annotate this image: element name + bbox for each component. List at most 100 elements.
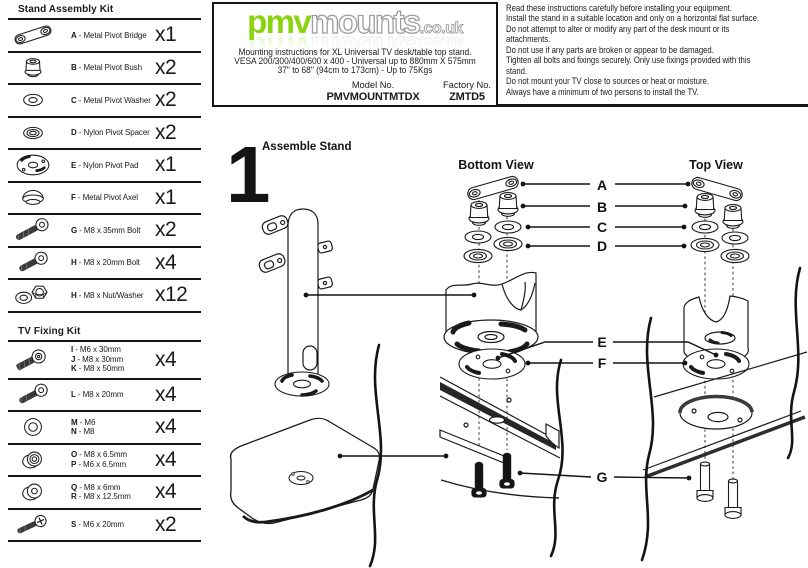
part-quantity: x2 (155, 55, 177, 79)
part-row: C - Metal Pivot Washer x2 (8, 85, 201, 118)
part-quantity: x4 (155, 480, 177, 504)
callout-letter-g: G (597, 469, 608, 485)
base-plate-figure (229, 417, 381, 525)
logo-wrap: pmvmounts.co.uk pmvmounts.co.uk (214, 3, 496, 65)
part-row: B - Metal Pivot Bush x2 (8, 53, 201, 85)
part-row: F - Metal Pivot Axel x1 (8, 183, 201, 215)
top-view-label: Top View (689, 158, 743, 172)
header-description: Mounting instructions for XL Universal T… (215, 47, 496, 76)
bolt-socket-icon (8, 346, 58, 374)
part-row: G - M8 x 35mm Bolt x2 (8, 215, 201, 248)
washer-round-icon (8, 413, 58, 441)
part-label: H - M8 x Nut/Washer (71, 290, 144, 300)
part-label: C - Metal Pivot Washer (71, 95, 151, 105)
spacer-cup-icon (8, 446, 58, 474)
axel-icon (8, 184, 58, 212)
part-quantity: x4 (155, 347, 177, 371)
part-quantity: x4 (155, 447, 177, 471)
kit-section-title: TV Fixing Kit (18, 325, 81, 337)
header-divider (212, 104, 808, 107)
header-line: Mounting instructions for XL Universal T… (238, 47, 472, 57)
instruction-line: Read these instructions carefully before… (506, 3, 732, 14)
instruction-line: Do not attempt to alter or modify any pa… (506, 23, 730, 35)
part-label: G - M8 x 35mm Bolt (71, 225, 141, 235)
instruction-line: attachments. (506, 34, 551, 46)
part-label: S - M6 x 20mm (71, 520, 124, 529)
part-row: E - Nylon Pivot Pad x1 (8, 150, 201, 183)
instruction-line: Do not mount your TV close to sources or… (506, 76, 709, 88)
factory-value: ZMTD5 (449, 91, 485, 103)
part-label: A - Metal Pivot Bridge (71, 30, 147, 40)
part-label: H - M8 x 20mm Bolt (71, 258, 140, 267)
callout-letter-d: D (597, 238, 607, 254)
part-quantity: x1 (155, 185, 177, 209)
bolt-short-icon (8, 381, 58, 409)
part-quantity: x1 (155, 153, 177, 177)
break-curves (368, 266, 802, 568)
callout-letter-e: E (597, 334, 606, 350)
part-label: L - M8 x 20mm (71, 390, 124, 399)
part-label: D - Nylon Pivot Spacer (71, 128, 150, 137)
part-row: L - M8 x 20mm x4 (8, 380, 201, 412)
pole-figure (258, 208, 333, 398)
part-label: F - Metal Pivot Axel (71, 193, 138, 202)
washer-icon (8, 86, 58, 114)
step-title: Assemble Stand (262, 141, 351, 153)
bolt-long-icon (8, 216, 58, 244)
spacer-icon (8, 119, 58, 147)
parts-sidebar: Stand Assembly Kit A - Metal Pivot Bridge… (8, 4, 201, 542)
callout-letter-a: A (597, 177, 607, 193)
spacer-cup2-icon (8, 478, 58, 506)
part-quantity: x2 (155, 512, 177, 536)
part-quantity: x4 (155, 250, 177, 274)
step-number: 1 (226, 130, 271, 219)
callout-dots (303, 181, 719, 481)
logo-mounts: mounts (309, 3, 421, 40)
logo-pmv: pmv (247, 3, 312, 40)
kit-section-title: Stand Assembly Kit (18, 4, 114, 15)
pmvmounts-logo: pmvmounts.co.uk (214, 3, 496, 45)
callout-lines (306, 183, 717, 479)
bottom-view-label: Bottom View (458, 158, 534, 172)
pivot-pad-icon (8, 151, 58, 179)
pole-bracket (261, 215, 289, 235)
callout-letter-b: B (597, 199, 607, 215)
pivot-bush-icon (8, 54, 58, 82)
instruction-line: Do not use if any parts are broken or ap… (506, 44, 714, 56)
part-quantity: x4 (155, 415, 177, 439)
part-label: E - Nylon Pivot Pad (71, 160, 139, 170)
part-quantity: x2 (155, 88, 177, 112)
logo-suffix: .co.uk (419, 20, 464, 38)
nut-washer-icon (8, 281, 58, 309)
header-line: VESA 200/300/400/600 x 400 - Universal u… (234, 56, 476, 67)
instruction-line: Always have a minimum of two persons to … (506, 86, 699, 98)
pivot-bridge-icon (8, 21, 58, 49)
safety-instructions: Read these instructions carefully before… (506, 3, 808, 98)
instruction-line: stand. (506, 65, 528, 77)
callout-letter-c: C (597, 219, 607, 235)
part-row: S - M6 x 20mm x2 (8, 510, 201, 542)
model-label: Model No. (351, 80, 395, 90)
part-quantity: x4 (155, 382, 177, 406)
factory-number-block: Factory No. ZMTD5 (424, 80, 510, 103)
part-label: B - Metal Pivot Bush (71, 63, 142, 72)
header-line: 37" to 68" (94cm to 173cm) - Up to 75Kgs (277, 65, 433, 76)
model-value: PMVMOUNTMTDX (326, 91, 420, 103)
callout-letter-f: F (598, 355, 607, 371)
factory-label: Factory No. (442, 80, 492, 90)
part-row: H - M8 x 20mm Bolt x4 (8, 248, 201, 280)
part-quantity: x2 (155, 218, 177, 242)
instruction-line: Tighten all bolts and fixings securely. … (506, 55, 751, 67)
instruction-line: Install the stand in a suitable location… (506, 13, 760, 25)
